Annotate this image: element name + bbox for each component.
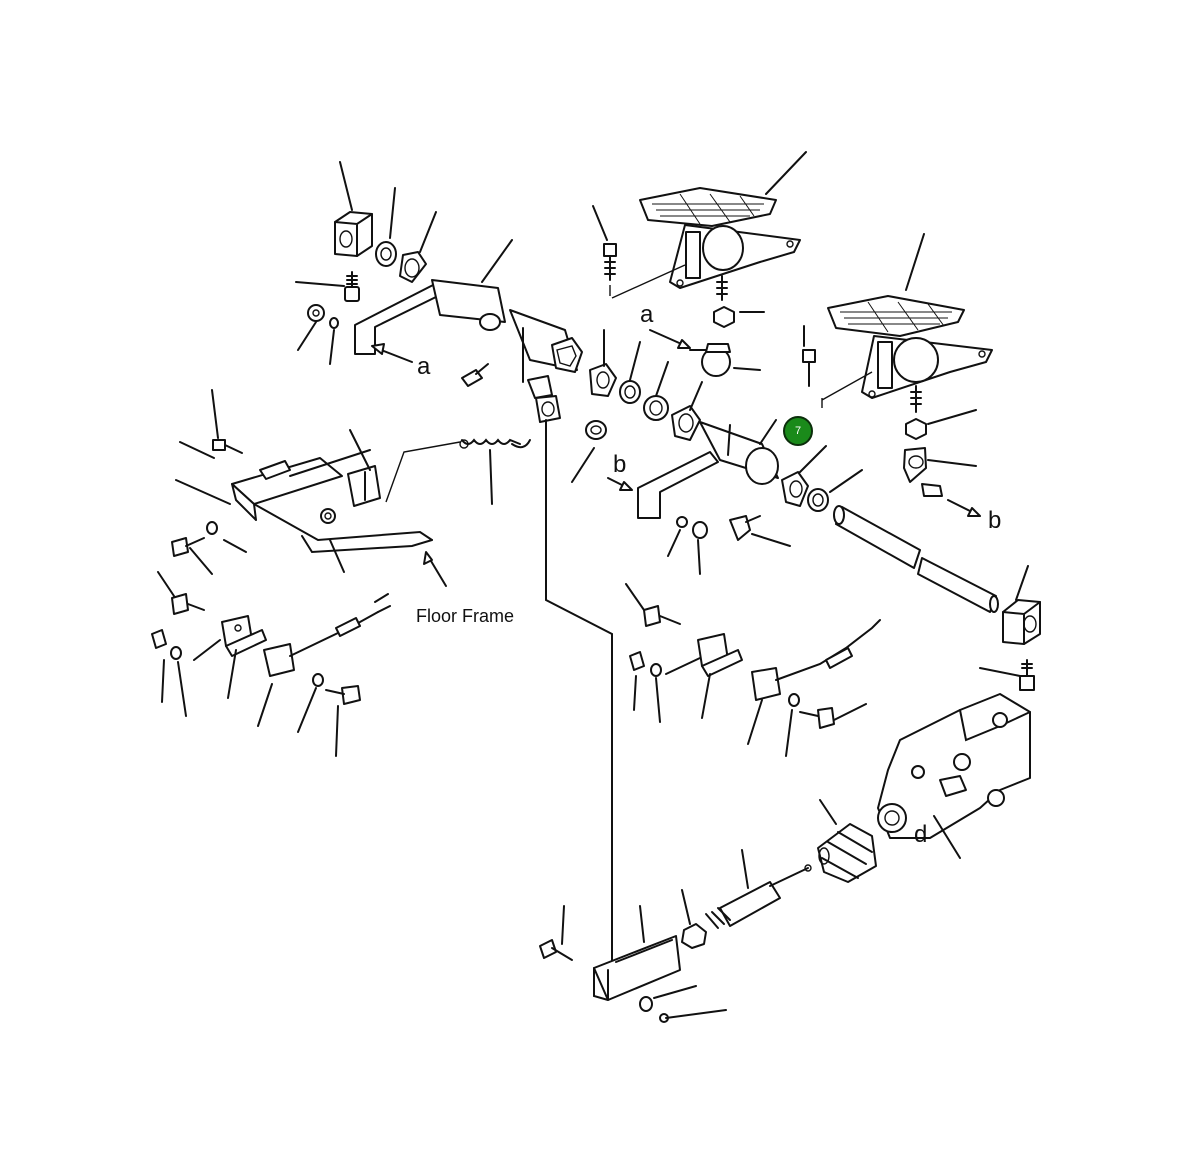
lower-pedal-bolt [802, 349, 873, 408]
clevis-washer-pin [639, 996, 669, 1023]
arrow-b-left [607, 477, 633, 491]
right-nut-washer [676, 516, 708, 539]
clevis [593, 935, 681, 1001]
center-bushing-2 [619, 380, 641, 404]
center-bushing-4 [671, 405, 701, 441]
label-a-right: a [640, 301, 654, 328]
valve-boot [817, 823, 877, 883]
left-grease-fitting [461, 363, 489, 387]
label-b-left: b [613, 451, 626, 478]
label-b-right: b [988, 507, 1001, 534]
left-bearing-block [334, 211, 373, 257]
return-spring [385, 438, 531, 503]
arrow-b-right [947, 499, 981, 517]
right-bushing-1 [781, 471, 809, 507]
bracket-bolt [212, 439, 243, 454]
part-callout-7[interactable]: 7 [783, 416, 813, 446]
label-floor-frame: Floor Frame [416, 606, 514, 626]
arrow-a-left [371, 343, 413, 363]
connecting-rod [545, 419, 613, 969]
lower-pedal-stop [903, 447, 943, 497]
left-bolt-lower [171, 521, 218, 557]
arrow-a-right [649, 329, 691, 349]
lower-pedal [827, 295, 993, 413]
label-d: d [914, 821, 927, 848]
arrow-floor-frame [423, 551, 447, 587]
center-bushing-3 [643, 395, 669, 421]
leader-lines [157, 151, 1029, 1019]
right-bushing-2 [807, 488, 829, 512]
left-bolt [344, 271, 360, 302]
clevis-pin [539, 939, 573, 961]
valve-body [877, 693, 1031, 839]
upper-pedal [639, 187, 801, 301]
left-pedal-shaft [354, 279, 583, 423]
long-shaft [833, 505, 999, 613]
right-pedal-shaft [637, 421, 779, 519]
part-callout-label: 7 [794, 425, 802, 437]
right-block-bolt [1019, 659, 1035, 691]
left-bracket [231, 449, 433, 554]
left-bushing-1 [375, 241, 397, 267]
upper-pedal-nut [713, 306, 735, 328]
right-bearing-block [1002, 599, 1041, 645]
left-sensor [263, 593, 391, 677]
valve-nut [681, 923, 707, 949]
lower-pedal-nut [905, 418, 927, 440]
middle-sensor-bracket [697, 633, 743, 677]
label-a-left: a [417, 353, 431, 380]
left-bushing-2 [399, 251, 427, 283]
left-nut-washer [307, 304, 339, 329]
valve-rod [705, 864, 812, 929]
middle-sensor [751, 619, 881, 701]
small-bushing [585, 420, 607, 440]
middle-sensor-bolts [629, 605, 835, 729]
center-bushing-1 [589, 363, 617, 397]
upper-pedal-stop [689, 343, 731, 377]
left-sensor-bolts [151, 593, 361, 705]
left-sensor-bracket [221, 615, 267, 657]
upper-pedal-bolt [603, 243, 686, 299]
right-grease-fitting [729, 515, 761, 541]
